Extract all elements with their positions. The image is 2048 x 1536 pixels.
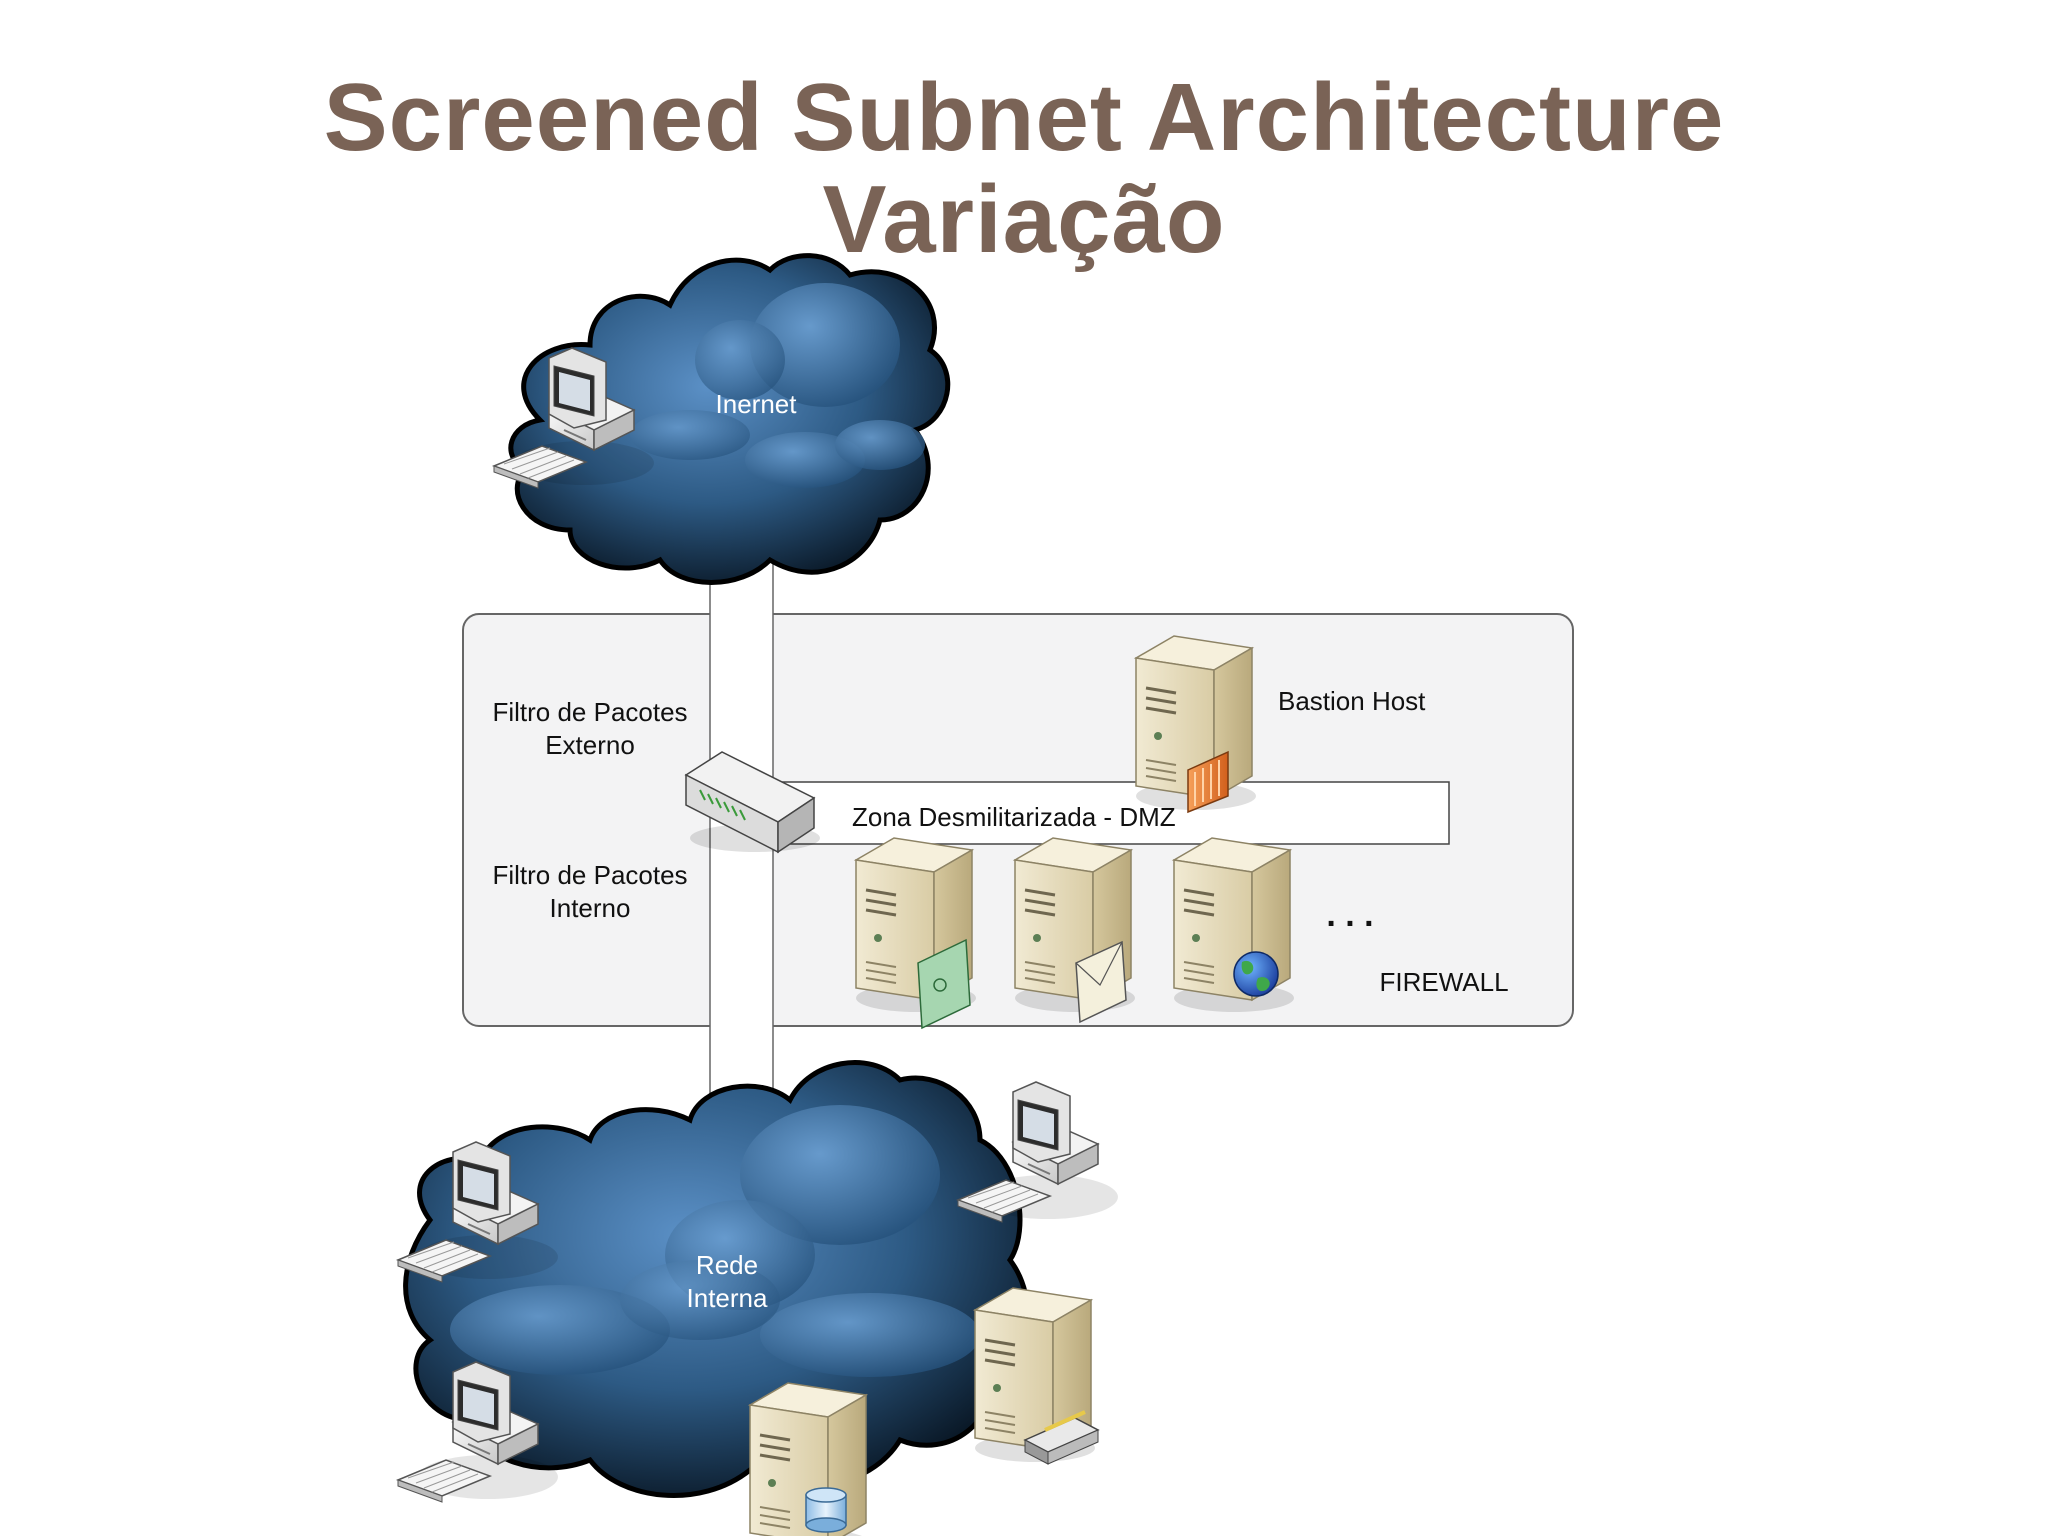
- bastion-host-label: Bastion Host: [1278, 686, 1426, 716]
- dmz-server-icon: [1172, 836, 1296, 1014]
- card-icon: [917, 938, 971, 1030]
- database-icon: [805, 1487, 847, 1533]
- firewall-brick-icon: [1187, 750, 1229, 814]
- internal-network-label-line1: Rede: [696, 1250, 758, 1280]
- internet-cloud: [508, 253, 951, 585]
- internal-filter-label-line2: Interno: [550, 893, 631, 923]
- internet-label: Inernet: [716, 389, 798, 419]
- ellipsis-more-servers: . . .: [1326, 896, 1373, 934]
- globe-icon: [1233, 951, 1279, 997]
- slide-title: Screened Subnet Architecture: [323, 64, 1725, 171]
- slide-subtitle: Variação: [822, 166, 1226, 273]
- external-filter-label-line2: Externo: [545, 730, 635, 760]
- packet-filter-router-icon: [684, 751, 820, 854]
- printer-icon: [1023, 1410, 1100, 1465]
- mail-icon: [1075, 940, 1127, 1024]
- internal-network-cloud: [403, 1060, 1030, 1498]
- dmz-label: Zona Desmilitarizada - DMZ: [852, 802, 1176, 832]
- external-filter-label-line1: Filtro de Pacotes: [492, 697, 687, 727]
- internal-network-label-line2: Interna: [687, 1283, 768, 1313]
- dmz-zone: [774, 781, 1450, 845]
- internal-filter-label-line1: Filtro de Pacotes: [492, 860, 687, 890]
- firewall-label: FIREWALL: [1379, 967, 1508, 997]
